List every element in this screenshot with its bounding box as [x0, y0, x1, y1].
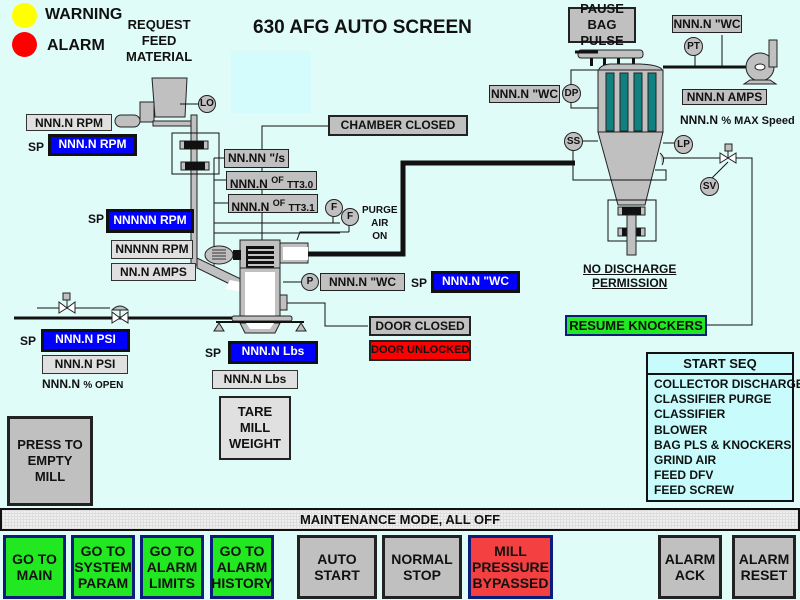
valve-open-value: NNN.N [42, 377, 80, 391]
feeder-rpm-setpoint[interactable]: NNN.N RPM [48, 134, 137, 156]
mill-pressure-sp-label: SP [411, 276, 428, 290]
blower-amps-readout: NNN.N AMPS [682, 89, 767, 105]
dp-icon: DP [562, 84, 581, 103]
weight-setpoint[interactable]: NNN.N Lbs [228, 341, 318, 364]
tt30-value: NNN.N [229, 177, 268, 191]
dp-readout: NNN.N "WC [489, 85, 560, 103]
classifier-rpm-readout: NNNNN RPM [111, 240, 193, 259]
normal-stop-button[interactable]: NORMAL STOP [382, 535, 462, 599]
mill-pressure-readout: NNN.N "WC [320, 273, 405, 291]
start-seq-item[interactable]: GRIND AIR [654, 453, 717, 468]
request-feed-material[interactable]: REQUEST FEED MATERIAL [126, 17, 193, 64]
start-seq-item[interactable]: BAG PLS & KNOCKERS [654, 437, 792, 452]
start-seq-item[interactable]: BLOWER [654, 422, 708, 437]
temp-tt30-readout: NNN.N OF TT3.0 [226, 171, 317, 191]
mill-pressure-setpoint[interactable]: NNN.N "WC [431, 271, 520, 293]
page-title: 630 AFG AUTO SCREEN [253, 17, 472, 38]
flow-switch-icon-2: F [341, 208, 359, 226]
auto-start-button[interactable]: AUTO START [297, 535, 377, 599]
tt31-unit: OF [272, 198, 286, 208]
tt31-tag: TT3.1 [288, 203, 315, 214]
blower [742, 39, 778, 85]
go-to-system-param-button[interactable]: GO TO SYSTEM PARAM [71, 535, 135, 599]
classifier-sp-label: SP [88, 212, 105, 226]
pt-icon: PT [684, 37, 703, 56]
classifier-rpm-setpoint[interactable]: NNNNN RPM [106, 209, 194, 233]
classifier-amps-readout: NN.N AMPS [111, 263, 196, 281]
blower-speed-unit: % MAX Speed [721, 115, 795, 127]
go-to-main-button[interactable]: GO TO MAIN [3, 535, 66, 599]
feed-hopper [114, 77, 199, 128]
alarm-label: ALARM [47, 37, 105, 54]
blower-pressure-readout: NNN.N "WC [672, 15, 742, 33]
start-seq-item[interactable]: CLASSIFIER [654, 407, 726, 422]
pressure-icon: P [301, 273, 319, 291]
warning-label: WARNING [45, 6, 123, 23]
temp-tt31-readout: NNN.N OF TT3.1 [228, 194, 318, 214]
tt30-tag: TT3.0 [287, 180, 314, 191]
pause-bag-pulse-button[interactable]: PAUSE BAG PULSE [568, 1, 636, 48]
alarm-ack-button[interactable]: ALARM ACK [658, 535, 722, 599]
feeder-rpm-readout: NNN.N RPM [26, 114, 112, 131]
start-seq-title: START SEQ [648, 354, 792, 375]
start-seq-list: COLLECTOR DISCHARGE CLASSIFIER PURGE CLA… [648, 375, 800, 499]
status-bar: MAINTENANCE MODE, ALL OFF [0, 508, 800, 531]
classifier-motor [204, 245, 234, 265]
start-seq-item[interactable]: CLASSIFIER PURGE [654, 392, 772, 407]
feeder-sp-label: SP [28, 140, 45, 154]
tt30-unit: OF [271, 175, 284, 185]
door-unlocked-status: DOOR UNLOCKED [369, 340, 471, 361]
valve-open-unit: % OPEN [83, 380, 124, 391]
alarm-reset-button[interactable]: ALARM RESET [732, 535, 796, 599]
door-closed-status: DOOR CLOSED [369, 316, 471, 336]
flow-switch-icon-1: F [325, 199, 343, 217]
tare-mill-weight-button[interactable]: TARE MILL WEIGHT [219, 396, 291, 460]
go-to-alarm-limits-button[interactable]: GO TO ALARM LIMITS [140, 535, 204, 599]
lo-icon: LO [198, 95, 216, 113]
grind-air-psi-setpoint[interactable]: NNN.N PSI [41, 329, 130, 352]
discharge-text-line-2: PERMISSION [591, 276, 668, 290]
resume-knockers-button[interactable]: RESUME KNOCKERS [565, 315, 707, 336]
blank-panel [231, 51, 311, 113]
rotary-valve [171, 132, 220, 175]
flow-readout: NN.NN "/s [224, 149, 289, 168]
blower-speed-value: NNN.N [680, 113, 718, 127]
product-duct [308, 160, 575, 257]
mill-body [204, 239, 309, 334]
sv-icon: SV [700, 177, 719, 196]
start-seq-item[interactable]: FEED DFV [654, 468, 714, 483]
alarm-indicator [12, 32, 37, 57]
dust-collector [575, 49, 665, 206]
ss-icon: SS [564, 132, 583, 151]
tt31-value: NNN.N [231, 200, 270, 214]
grind-air-sp-label: SP [20, 334, 37, 348]
weight-sp-label: SP [205, 346, 222, 360]
mill-pressure-bypassed-button[interactable]: MILL PRESSURE BYPASSED [468, 535, 553, 599]
collector-discharge-valve [607, 199, 657, 256]
start-seq-panel: START SEQ COLLECTOR DISCHARGE CLASSIFIER… [646, 352, 800, 502]
weight-readout: NNN.N Lbs [212, 370, 298, 389]
chamber-status: CHAMBER CLOSED [328, 115, 468, 136]
discharge-text-line-1: NO DISCHARGE [583, 262, 677, 276]
press-to-empty-mill-button[interactable]: PRESS TO EMPTY MILL [7, 416, 93, 506]
status-text: MAINTENANCE MODE, ALL OFF [299, 512, 501, 527]
grind-air-psi-readout: NNN.N PSI [42, 355, 128, 374]
grind-air-open-readout: NNN.N % OPEN [42, 377, 123, 391]
blower-speed-readout: NNN.N % MAX Speed [680, 113, 795, 127]
go-to-alarm-history-button[interactable]: GO TO ALARM HISTORY [210, 535, 274, 599]
start-seq-item[interactable]: FEED SCREW [654, 483, 735, 498]
lp-icon: LP [674, 135, 693, 154]
purge-air-status: PURGE AIR ON [362, 205, 398, 242]
warning-indicator [12, 3, 37, 28]
no-discharge-permission: NO DISCHARGE PERMISSION [583, 262, 676, 290]
start-seq-item[interactable]: COLLECTOR DISCHARGE [654, 377, 800, 391]
